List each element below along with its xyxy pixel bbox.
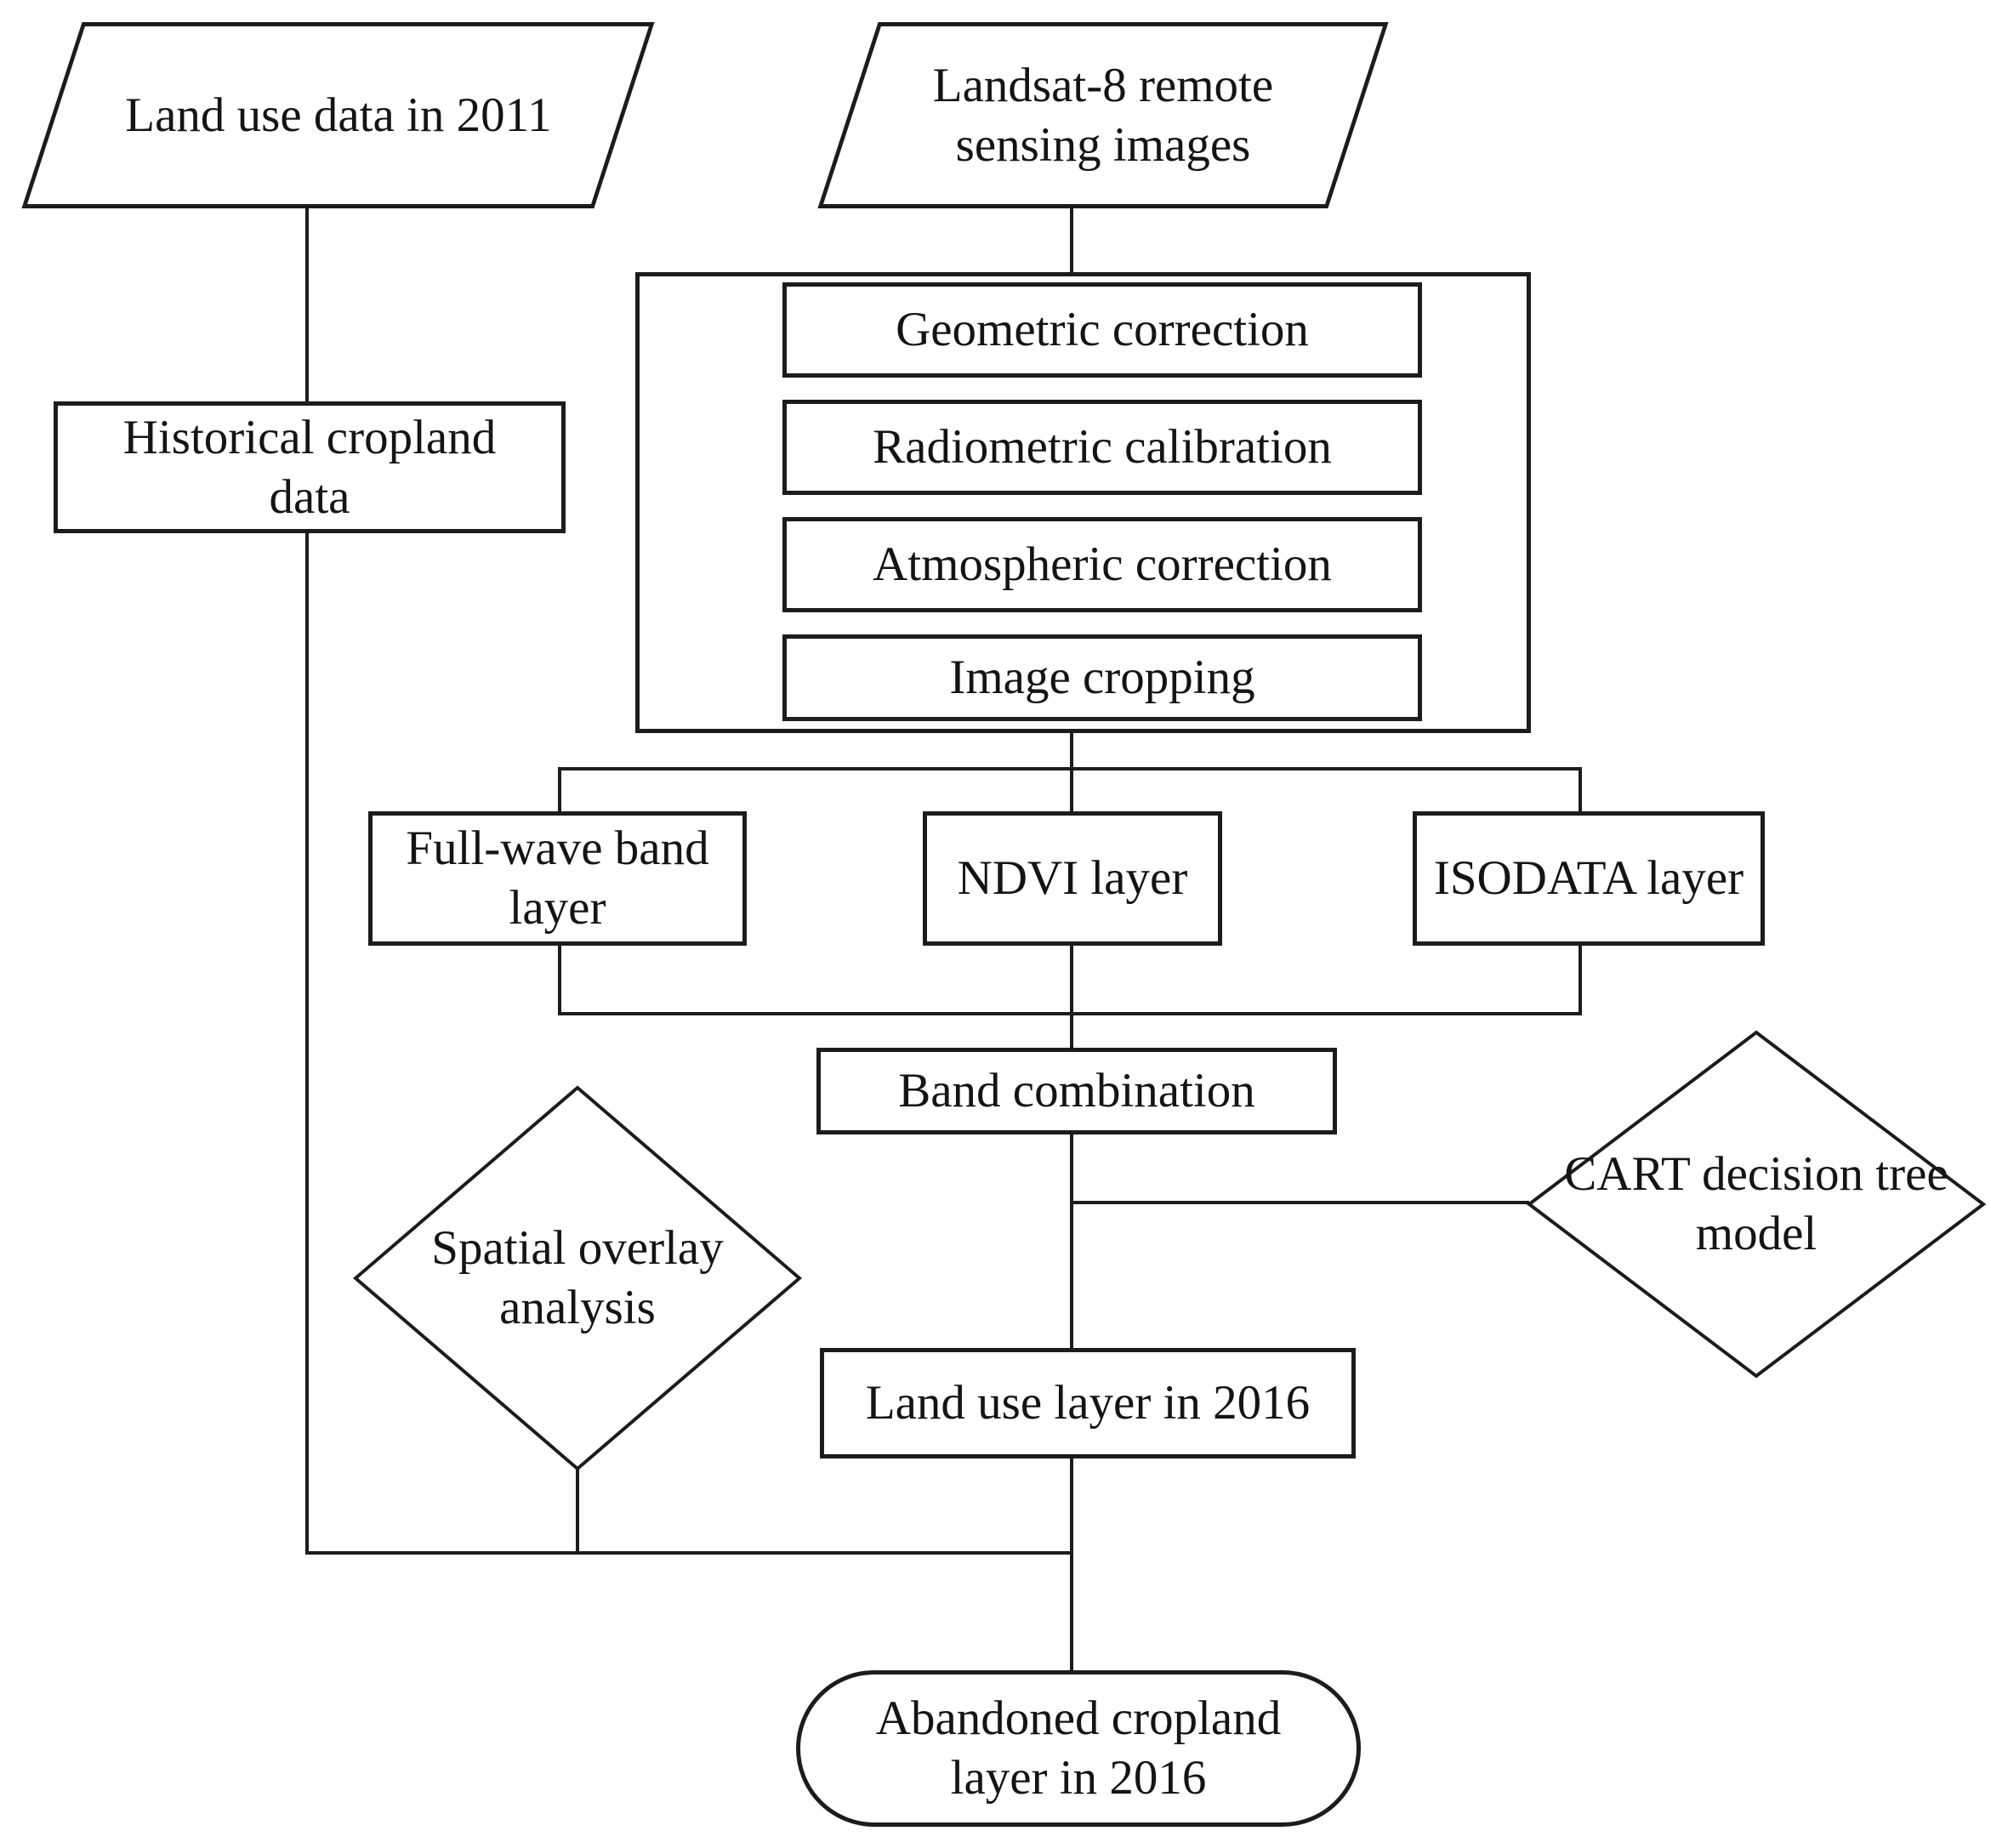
node-ndvi-layer: NDVI layer (923, 811, 1222, 946)
edge-fullwave-mergebar (558, 944, 561, 1015)
node-isodata-layer: ISODATA layer (1413, 811, 1765, 946)
node-image-cropping: Image cropping (782, 634, 1422, 721)
node-full-wave-band-layer: Full-wave band layer (368, 811, 747, 946)
node-ndvi-layer-label: NDVI layer (957, 851, 1188, 906)
edge-splitbar-isodata (1579, 767, 1582, 813)
node-radiometric-calibration-label: Radiometric calibration (873, 420, 1332, 475)
node-cart-decision-tree: CART decision tree model (1527, 1030, 1986, 1379)
node-land-use-layer-2016: Land use layer in 2016 (820, 1348, 1356, 1458)
node-geometric-correction-label: Geometric correction (896, 303, 1309, 357)
node-atmospheric-correction: Atmospheric correction (782, 517, 1422, 612)
node-historical-cropland: Historical cropland data (54, 401, 566, 533)
node-atmospheric-correction-label: Atmospheric correction (873, 537, 1332, 592)
edge-ndvi-bandcombination (1070, 944, 1073, 1049)
edge-historical-junction (305, 533, 309, 1555)
node-land-use-layer-2016-label: Land use layer in 2016 (865, 1376, 1311, 1430)
edge-junction-bar (305, 1551, 1073, 1555)
node-radiometric-calibration: Radiometric calibration (782, 400, 1422, 495)
node-land-use-2011: Land use data in 2011 (21, 22, 655, 208)
node-abandoned-cropland-2016: Abandoned cropland layer in 2016 (796, 1670, 1361, 1827)
edge-landuse2011-historical (305, 208, 309, 401)
edge-landuse2016-abandoned (1070, 1456, 1073, 1674)
node-cart-decision-tree-label: CART decision tree model (1564, 1147, 1948, 1260)
node-landsat8-images-label: Landsat-8 remote sensing images (932, 58, 1274, 172)
edge-splitbar-fullwave (558, 767, 561, 813)
node-landsat8-images: Landsat-8 remote sensing images (817, 22, 1389, 208)
edge-bandcombination-landuse2016 (1070, 1133, 1073, 1350)
node-geometric-correction: Geometric correction (782, 282, 1422, 378)
node-full-wave-band-layer-label: Full-wave band layer (406, 822, 709, 935)
edge-landsat8-container (1070, 208, 1073, 275)
spatial-overlay-diamond-shape (353, 1085, 802, 1471)
node-band-combination-label: Band combination (898, 1064, 1255, 1118)
node-land-use-2011-label: Land use data in 2011 (124, 88, 552, 142)
node-historical-cropland-label: Historical cropland data (122, 410, 497, 524)
cart-decision-tree-diamond-shape (1527, 1030, 1986, 1379)
node-isodata-layer-label: ISODATA layer (1433, 851, 1744, 906)
node-spatial-overlay-analysis-label: Spatial overlay analysis (431, 1221, 724, 1334)
node-band-combination: Band combination (816, 1048, 1337, 1134)
node-spatial-overlay-analysis: Spatial overlay analysis (353, 1085, 802, 1471)
node-image-cropping-label: Image cropping (949, 651, 1255, 705)
edge-isodata-mergebar (1579, 944, 1582, 1015)
edge-spatialoverlay-junction (576, 1470, 579, 1555)
edge-branch-cart (1070, 1201, 1529, 1204)
edge-splitbar-top (558, 767, 1582, 770)
edge-container-splitbar (1070, 731, 1073, 813)
node-abandoned-cropland-2016-label: Abandoned cropland layer in 2016 (875, 1692, 1282, 1805)
